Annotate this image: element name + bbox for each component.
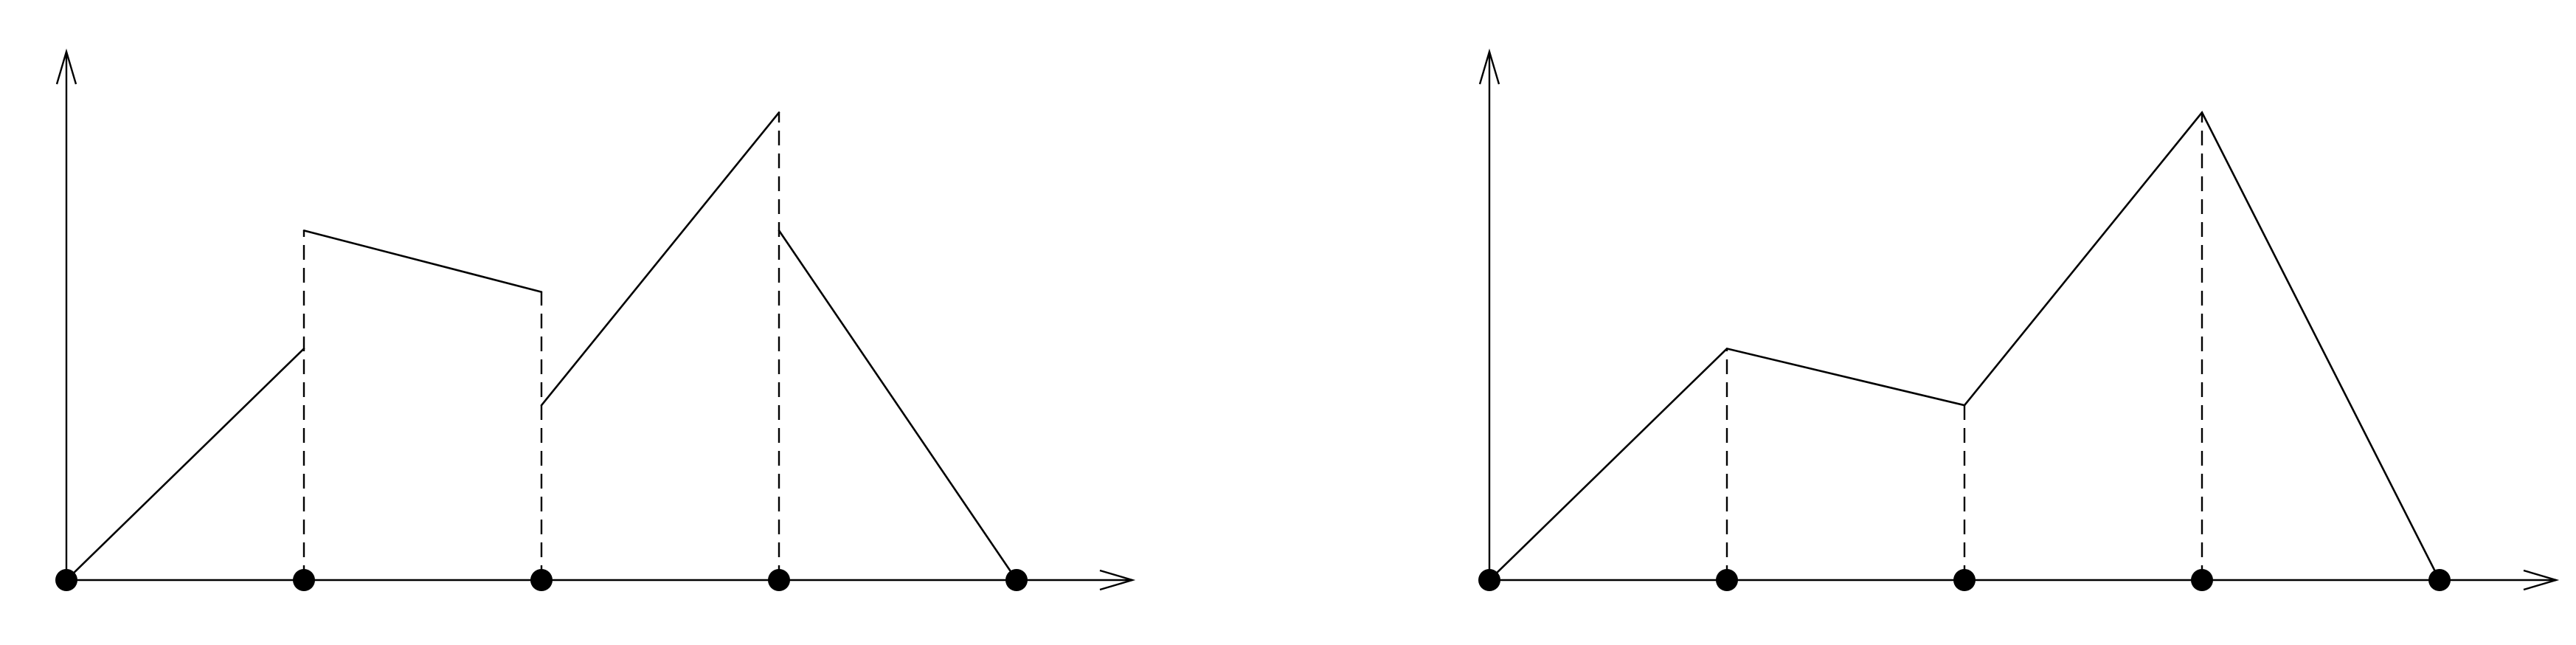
x-axis-arrowhead [1099,569,1136,591]
x-axis-arrowhead [2523,569,2560,591]
node-dot-2 [530,569,553,591]
node-dot-3 [2191,569,2213,591]
panel-right [1478,48,2560,591]
node-dot-4 [1005,569,1028,591]
node-dot-0 [55,569,77,591]
node-dot-0 [1478,569,1500,591]
graph-polyline [1489,111,2441,581]
graph-segment-3 [540,111,780,407]
y-axis-arrowhead [1478,48,1500,85]
panel-left [55,48,1136,591]
node-dot-4 [2428,569,2451,591]
graph-segment-4 [778,230,1018,582]
y-axis-arrowhead [55,48,77,85]
node-dot-2 [1953,569,1976,591]
node-dot-1 [293,569,315,591]
node-dot-3 [768,569,790,591]
graph-segment-2 [302,230,543,293]
graph-segment-1 [65,348,305,582]
node-dot-1 [1716,569,1738,591]
